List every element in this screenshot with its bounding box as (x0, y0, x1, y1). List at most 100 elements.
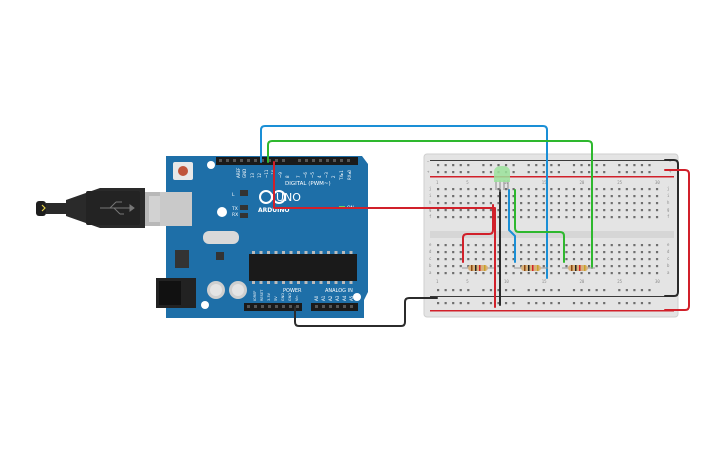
wire-led-red[interactable] (462, 204, 494, 263)
breadboard-hole (603, 188, 606, 191)
breadboard-hole (572, 272, 576, 275)
header-hole (340, 159, 343, 162)
breadboard-hole (588, 302, 591, 305)
pin-gnd2-label: GND (288, 293, 292, 301)
breadboard-hole (610, 188, 613, 191)
breadboard-hole (640, 244, 644, 247)
breadboard-hole (437, 171, 440, 174)
breadboard-hole (467, 195, 470, 198)
breadboard-hole (535, 289, 538, 292)
breadboard-hole (618, 244, 621, 247)
header-hole (329, 305, 332, 308)
breadboard-hole (437, 188, 440, 191)
breadboard-hole (504, 289, 508, 292)
breadboard-hole (474, 244, 477, 247)
pin-a2-label: A2 (328, 295, 333, 301)
wire-rail-plus[interactable] (664, 169, 690, 311)
breadboard-hole (557, 195, 560, 198)
breadboard-hole (459, 251, 462, 254)
chip-pin (319, 281, 323, 284)
breadboard-hole (459, 171, 462, 174)
usb-cable-strain (36, 201, 46, 216)
breadboard-hole (512, 289, 515, 292)
breadboard-hole (482, 302, 485, 305)
breadboard-hole (572, 251, 576, 254)
breadboard-hole (655, 202, 659, 205)
resistor-1[interactable] (462, 265, 494, 271)
power-header[interactable] (244, 303, 302, 311)
center-channel (430, 231, 674, 238)
header-hole (268, 159, 271, 162)
chip-pins (252, 251, 353, 284)
wires[interactable] (260, 125, 690, 327)
breadboard-hole (625, 195, 628, 198)
breadboard-hole (497, 258, 500, 261)
row-label: g (429, 207, 432, 212)
breadboard-hole (474, 258, 477, 261)
wire-led-green[interactable] (514, 189, 565, 263)
col-number: 15 (542, 279, 547, 284)
breadboard-hole (550, 216, 553, 219)
breadboard-hole (497, 289, 500, 292)
breadboard-hole (565, 244, 568, 247)
breadboard-hole (610, 251, 613, 254)
breadboard-hole (497, 244, 500, 247)
chip-pin (327, 281, 330, 284)
header-hole (296, 305, 299, 308)
breadboard-hole (640, 265, 644, 268)
wire-led-blue[interactable] (508, 189, 516, 263)
analog-label: ANALOG IN (325, 288, 353, 294)
breadboard-hole (489, 209, 493, 212)
breadboard-hole (655, 258, 659, 261)
wire-pin9-red[interactable] (273, 161, 496, 308)
breadboard-hole (580, 195, 583, 198)
wire-rail-minus[interactable] (664, 159, 679, 297)
breadboard-hole (497, 209, 500, 212)
breadboard-hole (504, 244, 508, 247)
header-hole (268, 305, 271, 308)
breadboard-hole (482, 195, 485, 198)
breadboard-hole (437, 251, 440, 254)
digital-header[interactable] (216, 157, 358, 165)
breadboard-hole (618, 188, 621, 191)
breadboard-hole (595, 302, 598, 305)
row-label: c (429, 256, 432, 261)
pin-1-label: TX▸1 (339, 170, 344, 181)
breadboard-hole (542, 195, 545, 198)
wire-gnd-black[interactable] (294, 297, 438, 327)
chip-pin (334, 281, 338, 284)
resistor-2[interactable] (514, 265, 548, 271)
resistor-3[interactable] (562, 265, 595, 271)
row-label: h (429, 200, 432, 205)
breadboard-hole (520, 202, 523, 205)
breadboard-hole (565, 195, 568, 198)
usb-cable[interactable] (36, 188, 169, 228)
header-hole (261, 159, 264, 162)
usb-port (160, 192, 192, 226)
breadboard-hole (512, 272, 515, 275)
breadboard-hole (482, 164, 485, 167)
breadboard-hole (444, 188, 447, 191)
breadboard-hole (542, 258, 545, 261)
breadboard-hole (572, 244, 576, 247)
breadboard-hole (550, 244, 553, 247)
breadboard-hole (588, 195, 591, 198)
chip-pin (319, 251, 323, 254)
arduino-uno-board[interactable]: DIGITAL (PWM~) UNO ARDUINO L TX RX ON PO… (156, 156, 368, 318)
breadboard-hole (512, 202, 515, 205)
breadboard-hole (603, 244, 606, 247)
breadboard-holes (437, 164, 659, 305)
analog-header[interactable] (311, 303, 358, 311)
breadboard-hole (527, 244, 530, 247)
header-hole (298, 159, 301, 162)
wire-pin12-blue[interactable] (260, 125, 548, 279)
wire-pin11-green[interactable] (267, 140, 593, 269)
header-hole (282, 159, 285, 162)
col-number: 1 (436, 180, 439, 185)
breadboard-hole (437, 302, 440, 305)
breadboard-hole (633, 251, 636, 254)
rgb-led[interactable] (494, 166, 510, 192)
breadboard-hole (557, 188, 560, 191)
